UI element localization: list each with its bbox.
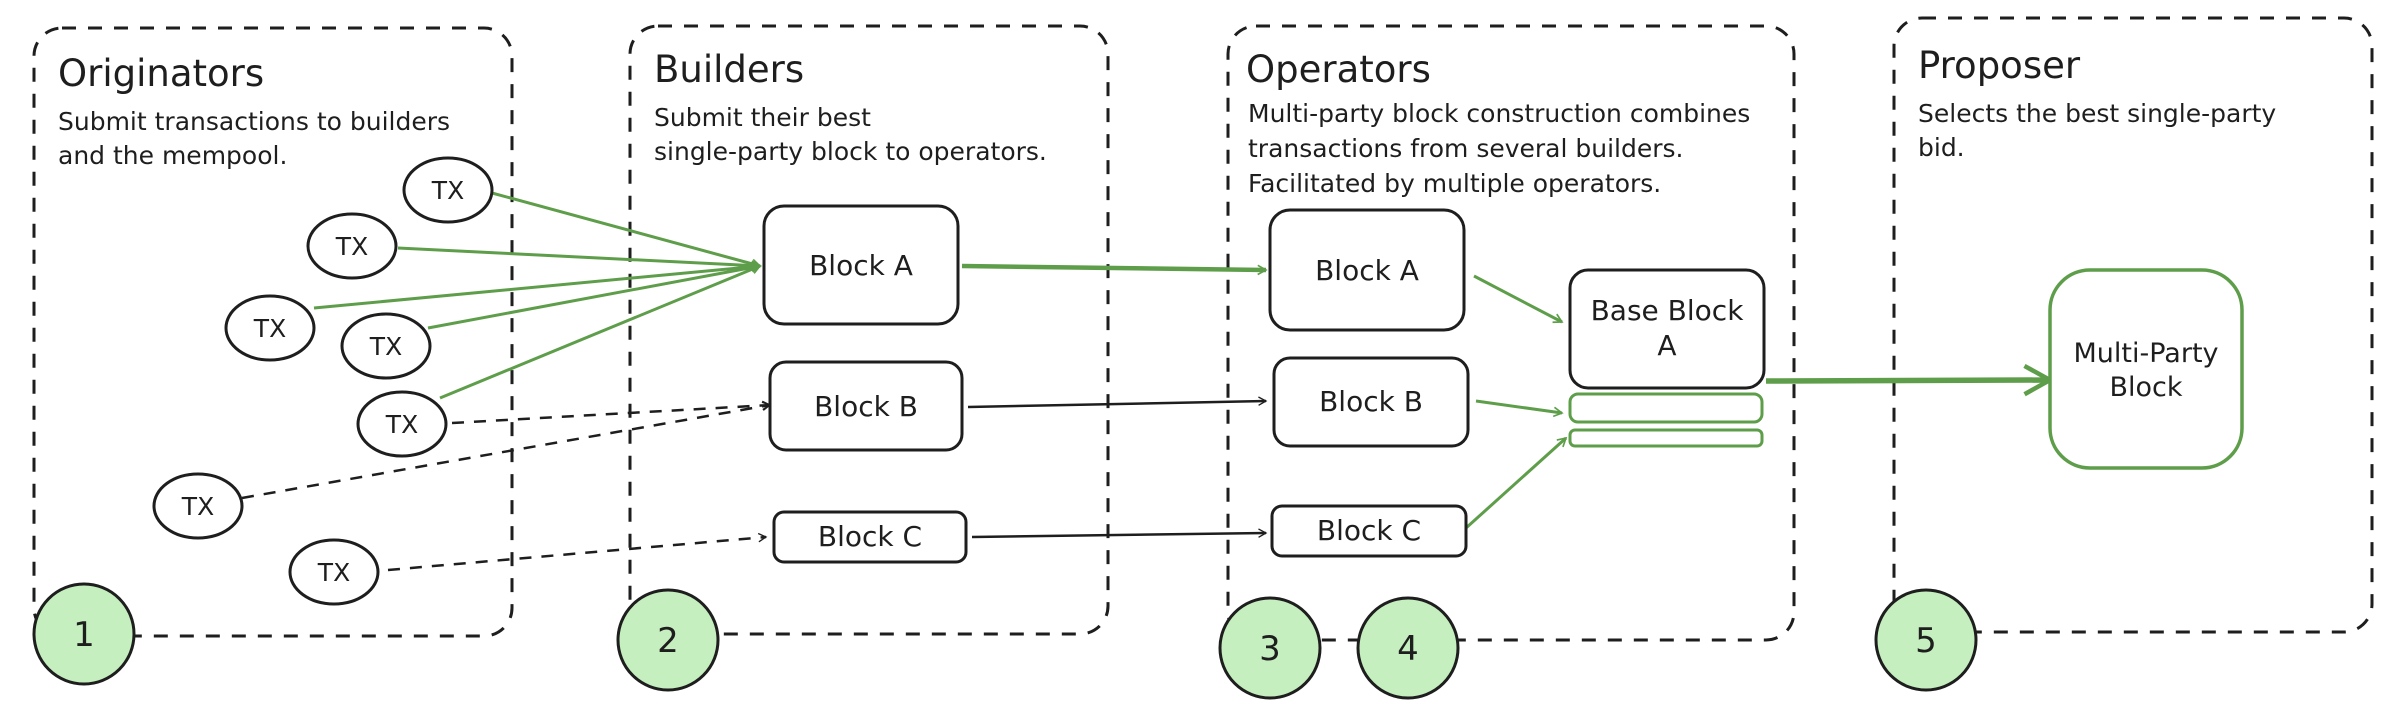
svg-text:Block B: Block B xyxy=(814,390,918,423)
svg-text:Base Block: Base Block xyxy=(1591,294,1745,327)
svg-text:3: 3 xyxy=(1259,629,1281,669)
tx-node: TX xyxy=(356,390,448,458)
base-block: Base Block A xyxy=(1568,268,1766,390)
operators-heading: Operators xyxy=(1246,48,1431,91)
proposer-description-line-1: Selects the best single-party xyxy=(1918,99,2276,128)
tx-to-block-a-arrow xyxy=(491,191,762,270)
svg-text:Block B: Block B xyxy=(1319,385,1423,418)
builder-block-b: Block B xyxy=(768,360,964,452)
svg-text:TX: TX xyxy=(335,232,368,261)
operator-block-b: Block B xyxy=(1272,356,1470,448)
builder-a-to-operator-a-arrow xyxy=(961,263,1268,276)
operator-a-to-base-block-arrow xyxy=(1473,274,1564,324)
operator-block-c: Block C xyxy=(1270,504,1468,558)
builder-b-to-operator-b-arrow xyxy=(967,396,1268,409)
svg-text:Block C: Block C xyxy=(1317,514,1421,547)
tx-node: TX xyxy=(152,472,244,540)
builders-description-line-2: single-party block to operators. xyxy=(654,137,1047,166)
step-badge-2: 2 xyxy=(616,588,720,692)
tx-node: TX xyxy=(224,294,316,362)
operator-b-to-base-block-arrow xyxy=(1475,399,1564,418)
svg-text:TX: TX xyxy=(431,176,464,205)
multi-party-block: Multi-Party Block xyxy=(2048,268,2244,470)
operator-block-a: Block A xyxy=(1268,208,1466,332)
svg-text:Block A: Block A xyxy=(809,249,913,282)
step-badge-1: 1 xyxy=(32,582,136,686)
tx-to-block-c-arrow xyxy=(387,532,768,572)
svg-text:Block: Block xyxy=(2109,372,2182,403)
merged-layer-c xyxy=(1568,428,1764,448)
tx-to-block-a-arrow xyxy=(397,246,762,271)
svg-text:5: 5 xyxy=(1915,621,1937,661)
svg-text:2: 2 xyxy=(657,621,679,661)
tx-to-block-a-arrow xyxy=(313,261,762,310)
originators-frame xyxy=(32,26,514,638)
tx-node: TX xyxy=(306,212,398,280)
svg-text:TX: TX xyxy=(317,558,350,587)
tx-to-block-b-arrow xyxy=(241,401,772,500)
tx-node: TX xyxy=(288,538,380,606)
operators-description-line-3: Facilitated by multiple operators. xyxy=(1248,169,1661,198)
proposer-frame xyxy=(1892,16,2374,634)
svg-text:TX: TX xyxy=(385,410,418,439)
tx-node: TX xyxy=(402,156,494,224)
svg-text:1: 1 xyxy=(73,615,95,655)
operators-frame xyxy=(1226,24,1796,642)
svg-text:TX: TX xyxy=(253,314,286,343)
operators-description-line-2: transactions from several builders. xyxy=(1248,134,1684,163)
builder-block-c: Block C xyxy=(772,510,968,564)
merged-layer-b xyxy=(1568,392,1764,424)
builders-heading: Builders xyxy=(654,48,804,91)
svg-text:Multi-Party: Multi-Party xyxy=(2073,338,2218,369)
svg-text:Block A: Block A xyxy=(1315,254,1419,287)
originators-description-line-1: Submit transactions to builders xyxy=(58,107,450,136)
builders-description-line-1: Submit their best xyxy=(654,103,871,132)
svg-text:Block C: Block C xyxy=(818,520,922,553)
proposer-heading: Proposer xyxy=(1918,44,2081,87)
tx-node: TX xyxy=(340,312,432,380)
originators-heading: Originators xyxy=(58,52,264,95)
tx-to-block-a-arrow xyxy=(427,262,762,330)
step-badge-4: 4 xyxy=(1356,596,1460,700)
builder-c-to-operator-c-arrow xyxy=(971,528,1268,539)
svg-text:TX: TX xyxy=(369,332,402,361)
operator-c-to-base-block-arrow xyxy=(1464,436,1568,530)
step-badge-3: 3 xyxy=(1218,596,1322,700)
svg-text:A: A xyxy=(1657,329,1676,362)
proposer-description-line-2: bid. xyxy=(1918,133,1965,162)
svg-text:4: 4 xyxy=(1397,629,1419,669)
builders-frame xyxy=(628,24,1110,636)
originators-description-line-2: and the mempool. xyxy=(58,141,287,170)
operators-description-line-1: Multi-party block construction combines xyxy=(1248,99,1750,128)
base-block-to-multi-party-arrow xyxy=(1765,363,2055,397)
tx-to-block-b-arrow xyxy=(451,400,772,425)
svg-text:TX: TX xyxy=(181,492,214,521)
tx-to-block-a-arrow xyxy=(439,264,762,400)
builder-block-a: Block A xyxy=(762,204,960,326)
step-badge-5: 5 xyxy=(1874,588,1978,692)
